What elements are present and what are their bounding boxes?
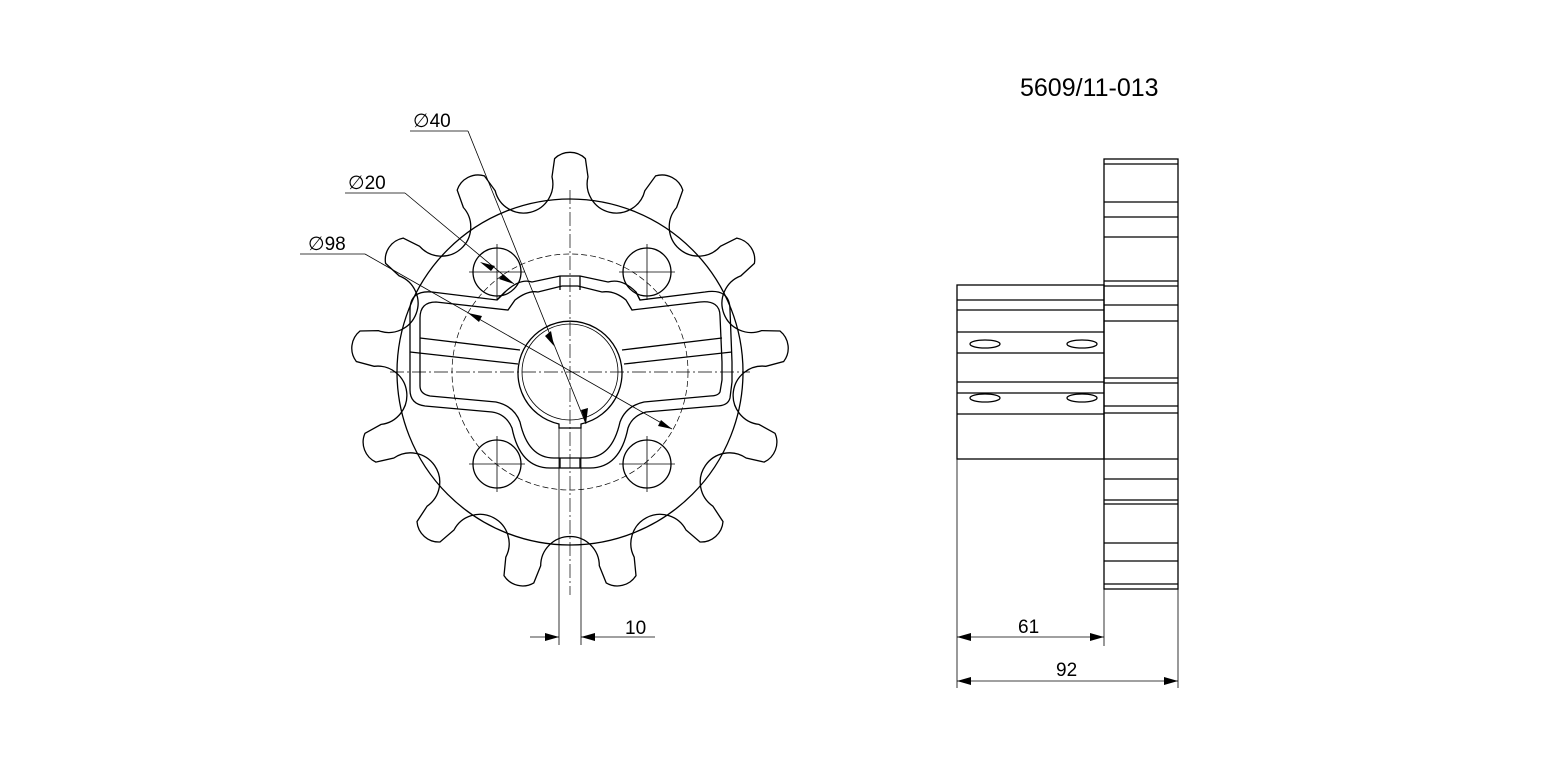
sprocket-side bbox=[1103, 158, 1179, 590]
front-view: 10 ∅40 ∅20 ∅98 bbox=[300, 111, 789, 645]
svg-text:∅98: ∅98 bbox=[308, 234, 346, 255]
spoke-ribs bbox=[409, 276, 733, 468]
leader-bore bbox=[467, 130, 587, 425]
part-number: 5609/11-013 bbox=[1020, 74, 1159, 102]
hub-slots bbox=[969, 339, 1098, 403]
mounting-holes bbox=[469, 244, 675, 492]
sprocket-side-teeth bbox=[1104, 163, 1178, 585]
hub-pocket-outer bbox=[409, 275, 733, 469]
svg-text:∅20: ∅20 bbox=[348, 173, 386, 194]
hub-body bbox=[956, 284, 1105, 460]
leader-bolt-circle bbox=[364, 253, 673, 430]
side-view: 61 92 bbox=[956, 158, 1179, 688]
bore-chamfer bbox=[521, 323, 619, 421]
svg-text:∅40: ∅40 bbox=[413, 111, 451, 132]
dim-key-width: 10 bbox=[625, 618, 646, 639]
sprocket-outline bbox=[351, 151, 789, 587]
hub-pocket-inner bbox=[419, 285, 723, 459]
dim-hub-length: 61 bbox=[1018, 617, 1039, 638]
dim-hole-diameter: 20 bbox=[365, 173, 386, 194]
leader-hole bbox=[404, 192, 515, 285]
bore-with-keyway bbox=[517, 320, 623, 429]
dim-bore-diameter: 40 bbox=[430, 111, 451, 132]
dim-total-length: 92 bbox=[1056, 660, 1077, 681]
dim-bolt-circle: 98 bbox=[325, 234, 346, 255]
diameter-symbol: ∅ bbox=[413, 111, 430, 132]
